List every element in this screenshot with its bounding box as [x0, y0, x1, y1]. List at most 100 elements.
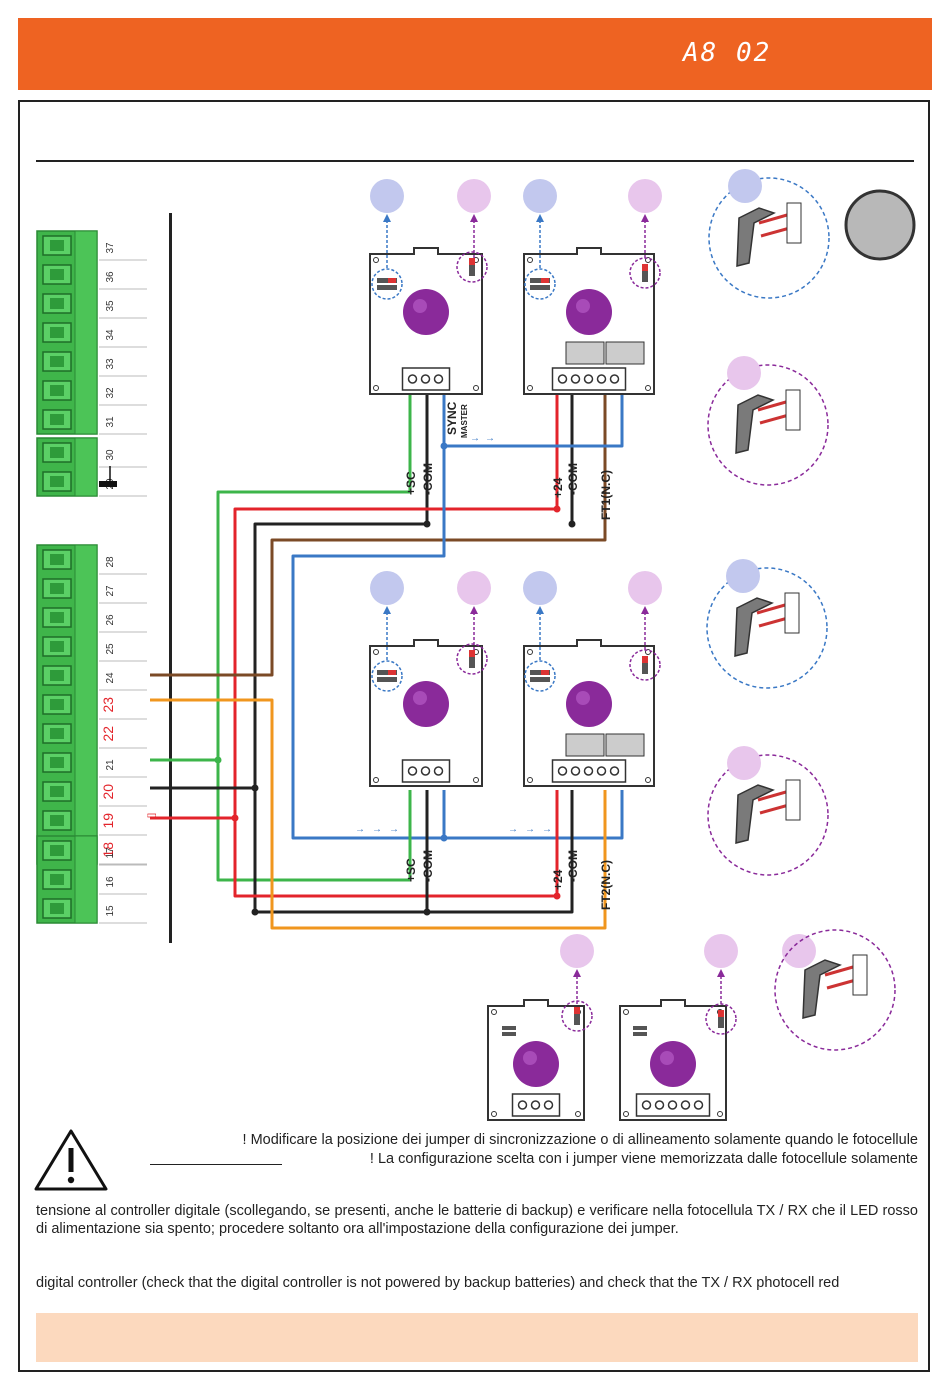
- terminal-number: 16: [105, 876, 116, 888]
- photocell-board: [523, 639, 655, 787]
- label-com-1: -COM: [421, 463, 435, 495]
- lens: [650, 1041, 696, 1087]
- terminal-number: 17: [105, 847, 116, 859]
- photocells: → → → → → → → →: [355, 169, 896, 1121]
- marker-dot: [628, 571, 662, 605]
- label-24v-1: +24: [551, 477, 565, 498]
- lens: [566, 289, 612, 335]
- marker-dot: [457, 571, 491, 605]
- label-ft2: FT2(N.C): [599, 860, 613, 910]
- marker-dot: [560, 934, 594, 968]
- label-com-2: -COM: [566, 463, 580, 495]
- label-ft1: FT1(N.C): [599, 470, 613, 520]
- marker-dot: [523, 571, 557, 605]
- terminal-strip: [401, 759, 451, 783]
- bracket-illustration: [706, 559, 828, 689]
- terminal-number: 30: [105, 449, 116, 461]
- terminal-labels: 3736353433323130292827262524232221201918…: [99, 242, 147, 924]
- bottom-bar: [36, 1313, 918, 1362]
- photocell-board: [487, 999, 585, 1121]
- terminal-strip: [551, 759, 627, 783]
- terminal-strip: [401, 367, 451, 391]
- marker-dot: [782, 934, 816, 968]
- terminal-blocks: [36, 230, 98, 924]
- wire-ft1: [150, 395, 607, 677]
- warning-triangle-icon: [34, 1129, 108, 1191]
- terminal-strip: [635, 1093, 711, 1117]
- indicator-circle: [844, 189, 916, 261]
- lens: [403, 681, 449, 727]
- terminal-number: 24: [105, 672, 116, 684]
- svg-text:→: →: [508, 824, 518, 835]
- content-frame: [18, 100, 930, 1372]
- bracket-illustration: [774, 929, 896, 1051]
- wire-sync: [442, 395, 624, 448]
- terminal-number: 19: [100, 813, 116, 829]
- terminal-number: 21: [105, 759, 116, 771]
- terminal-number: 27: [105, 585, 116, 597]
- label-24v-2: +24: [551, 869, 565, 890]
- terminal-number: 25: [105, 643, 116, 655]
- svg-text:→: →: [525, 824, 535, 835]
- lens: [566, 681, 612, 727]
- marker-dot: [370, 179, 404, 213]
- bracket-label: []: [146, 813, 156, 818]
- wires: [150, 395, 624, 930]
- terminal-number: 20: [100, 784, 116, 800]
- warning-line-2-text: ! La configurazione scelta con i jumper …: [369, 1151, 918, 1167]
- marker-dot: [704, 934, 738, 968]
- wire-sc: [216, 395, 412, 882]
- label-sync: SYNC: [445, 401, 459, 435]
- photocell-board: [369, 247, 483, 395]
- header-bar: A8 02: [18, 18, 932, 90]
- title-divider: [36, 160, 914, 162]
- label-sc-1: +SC: [404, 471, 418, 495]
- marker-dot: [457, 179, 491, 213]
- terminal-number: 18: [100, 842, 116, 858]
- paragraph-english: digital controller (check that the digit…: [36, 1275, 840, 1291]
- label-com-4: -COM: [566, 850, 580, 882]
- bracket-illustration: [708, 169, 830, 299]
- photocell-board: [619, 999, 727, 1121]
- panel-edge: [169, 213, 172, 943]
- bracket-illustration: [707, 356, 829, 486]
- svg-text:→: →: [389, 824, 399, 835]
- terminal-number: 34: [105, 329, 116, 341]
- junction-dots: [214, 442, 576, 916]
- terminal-number: 26: [105, 614, 116, 626]
- marker-dot: [523, 179, 557, 213]
- svg-text:→: →: [485, 433, 495, 444]
- warning-blank: [150, 1150, 282, 1165]
- terminal-number: 36: [105, 271, 116, 283]
- wire-labels: +SC -COM SYNC MASTER +24 -COM FT1(N.C) +…: [404, 401, 613, 910]
- svg-text:→: →: [542, 824, 552, 835]
- terminal-strip: [511, 1093, 561, 1117]
- page-code: A8 02: [683, 38, 772, 68]
- svg-text:→: →: [470, 433, 480, 444]
- warning-line-1: ! Modificare la posizione dei jumper di …: [242, 1132, 918, 1148]
- jumper-29-30: [99, 481, 117, 487]
- lens: [513, 1041, 559, 1087]
- warning-line-2: ! La configurazione scelta con i jumper …: [150, 1150, 918, 1168]
- terminal-number: 32: [105, 387, 116, 399]
- marker-dot: [628, 179, 662, 213]
- terminal-number: 37: [105, 242, 116, 254]
- label-sc-2: +SC: [404, 858, 418, 882]
- photocell-board: [523, 247, 655, 395]
- terminal-number: 15: [105, 905, 116, 917]
- svg-text:→: →: [355, 824, 365, 835]
- terminal-number: 23: [100, 697, 116, 713]
- paragraph-italian: tensione al controller digitale (scolleg…: [36, 1203, 918, 1237]
- terminal-number: 33: [105, 358, 116, 370]
- bracket-illustration: [707, 746, 829, 876]
- marker-dot: [370, 571, 404, 605]
- terminal-number: 31: [105, 416, 116, 428]
- terminal-number: 22: [100, 726, 116, 742]
- lens: [403, 289, 449, 335]
- terminal-number: 35: [105, 300, 116, 312]
- terminal-number: 28: [105, 556, 116, 568]
- wire-ft2: [150, 698, 607, 930]
- svg-text:→: →: [372, 824, 382, 835]
- label-master: MASTER: [460, 404, 469, 438]
